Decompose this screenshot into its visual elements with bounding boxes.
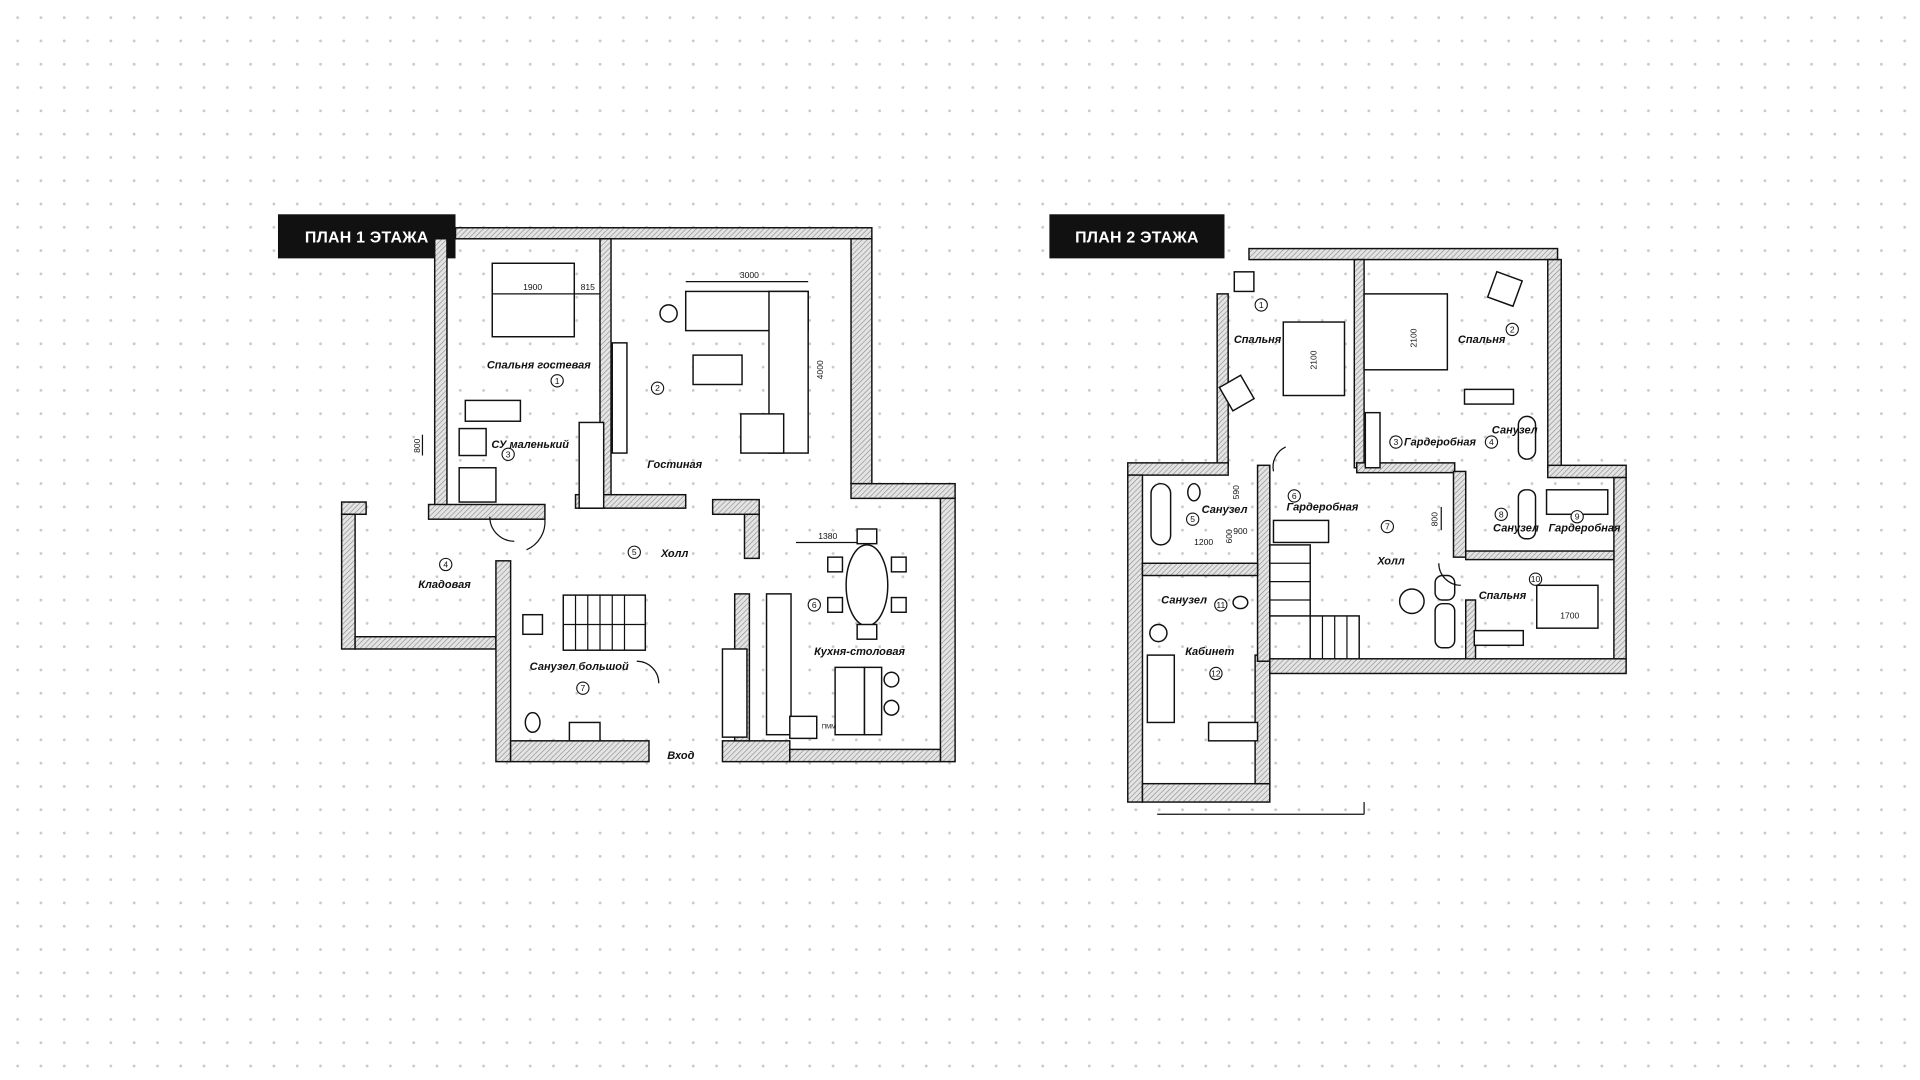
bed-1 [1282, 321, 1346, 397]
plan1-walls [340, 227, 956, 763]
room-num-7: 7 [580, 683, 585, 693]
room-num-5: 5 [632, 547, 637, 557]
dishwasher-label: ПММ [822, 724, 837, 731]
coffee-table [692, 354, 743, 386]
room-label-pantry: Кладовая [418, 579, 471, 591]
room2-num-6: 6 [1292, 491, 1297, 501]
dim-bath-800: 800 [412, 438, 422, 453]
dim-1200: 1200 [1194, 537, 1213, 547]
dim-bed1-2100: 2100 [1308, 350, 1318, 369]
bed-2 [1363, 293, 1449, 371]
bed-3 [1536, 584, 1599, 629]
room2-num-7: 7 [1385, 522, 1390, 532]
room2-label-hall: Холл [1376, 555, 1405, 567]
room2-num-4: 4 [1489, 437, 1494, 447]
room2-label-office: Кабинет [1185, 646, 1234, 658]
room2-label-bedroom-1: Спальня [1234, 334, 1282, 346]
office-desk [1207, 721, 1259, 742]
room-label-guest-bedroom: Спальня гостевая [487, 360, 591, 372]
plan2-furniture [1146, 270, 1609, 815]
plan1-title: ПЛАН 1 ЭТАЖА [277, 214, 456, 259]
plan1-dimensions: 1900 815 3000 4000 800 1380 ПММ [412, 270, 858, 731]
dim-bed-gap: 815 [581, 282, 596, 292]
room2-num-3: 3 [1394, 437, 1399, 447]
dim-900: 900 [1233, 526, 1248, 536]
dim-kitchen-1380: 1380 [818, 531, 837, 541]
room2-num-2: 2 [1510, 324, 1515, 334]
room2-label-bath-5: Санузел [1202, 504, 1248, 516]
room2-num-5: 5 [1190, 514, 1195, 524]
plan2-room-labels: 1 Спальня 2 Спальня 3 Гардеробная 4 Сану… [1161, 298, 1621, 681]
bathtub [1150, 482, 1172, 546]
room-num-6: 6 [812, 600, 817, 610]
dim-590: 590 [1231, 485, 1241, 500]
room-num-1: 1 [555, 376, 560, 386]
dining-table [845, 544, 889, 627]
room-label-kitchen-dining: Кухня-столовая [814, 646, 905, 658]
staircase-2 [1269, 544, 1311, 617]
room2-label-wardrobe-6: Гардеробная [1286, 502, 1358, 514]
room2-label-bath-4: Санузел [1492, 424, 1538, 436]
entrance-label: Вход [667, 750, 694, 762]
dim-600: 600 [1224, 529, 1234, 544]
guest-bed [491, 262, 576, 338]
room-label-hall: Холл [660, 548, 689, 560]
plan1-room-labels: Спальня гостевая 1 Гостиная 2 СУ маленьк… [418, 360, 905, 763]
plan2-walls [1127, 247, 1627, 803]
room2-num-10: 10 [1531, 574, 1541, 584]
room-num-3: 3 [506, 449, 511, 459]
room-label-large-bath: Санузел большой [530, 661, 629, 673]
dim-sofa-depth: 4000 [815, 360, 825, 379]
room2-num-8: 8 [1499, 509, 1504, 519]
dim-800: 800 [1430, 512, 1440, 527]
room2-label-wardrobe-9: Гардеробная [1549, 522, 1621, 534]
office-sofa [1146, 654, 1176, 724]
room-label-small-bath: СУ маленький [491, 439, 569, 451]
plan1-drawing: 1900 815 3000 4000 800 1380 ПММ Спальня … [340, 227, 956, 763]
room-label-living: Гостиная [647, 459, 702, 471]
room2-num-9: 9 [1575, 512, 1580, 522]
room-num-4: 4 [443, 559, 448, 569]
dim-bed-width: 1900 [523, 282, 542, 292]
staircase [562, 594, 647, 651]
plan2-dimensions: 2100 2100 1700 590 600 1200 900 800 [1194, 328, 1579, 620]
room-num-2: 2 [655, 383, 660, 393]
plan2-drawing: 2100 2100 1700 590 600 1200 900 800 1 Сп… [1127, 247, 1627, 815]
room2-label-bath-11: Санузел [1161, 595, 1207, 607]
dim-bed2-2100: 2100 [1409, 328, 1419, 347]
room2-label-bedroom-2: Спальня [1458, 334, 1506, 346]
room2-num-12: 12 [1211, 668, 1221, 678]
dim-bed3-1700: 1700 [1560, 610, 1579, 620]
dim-sofa-length: 3000 [740, 270, 759, 280]
room2-num-1: 1 [1259, 300, 1264, 310]
room2-label-bath-8: Санузел [1493, 522, 1539, 534]
room2-label-bedroom-10: Спальня [1479, 590, 1527, 602]
plan2-title: ПЛАН 2 ЭТАЖА [1049, 214, 1225, 259]
room2-num-11: 11 [1216, 600, 1225, 610]
plan1-furniture [458, 262, 907, 742]
room2-label-wardrobe-3: Гардеробная [1404, 437, 1476, 449]
